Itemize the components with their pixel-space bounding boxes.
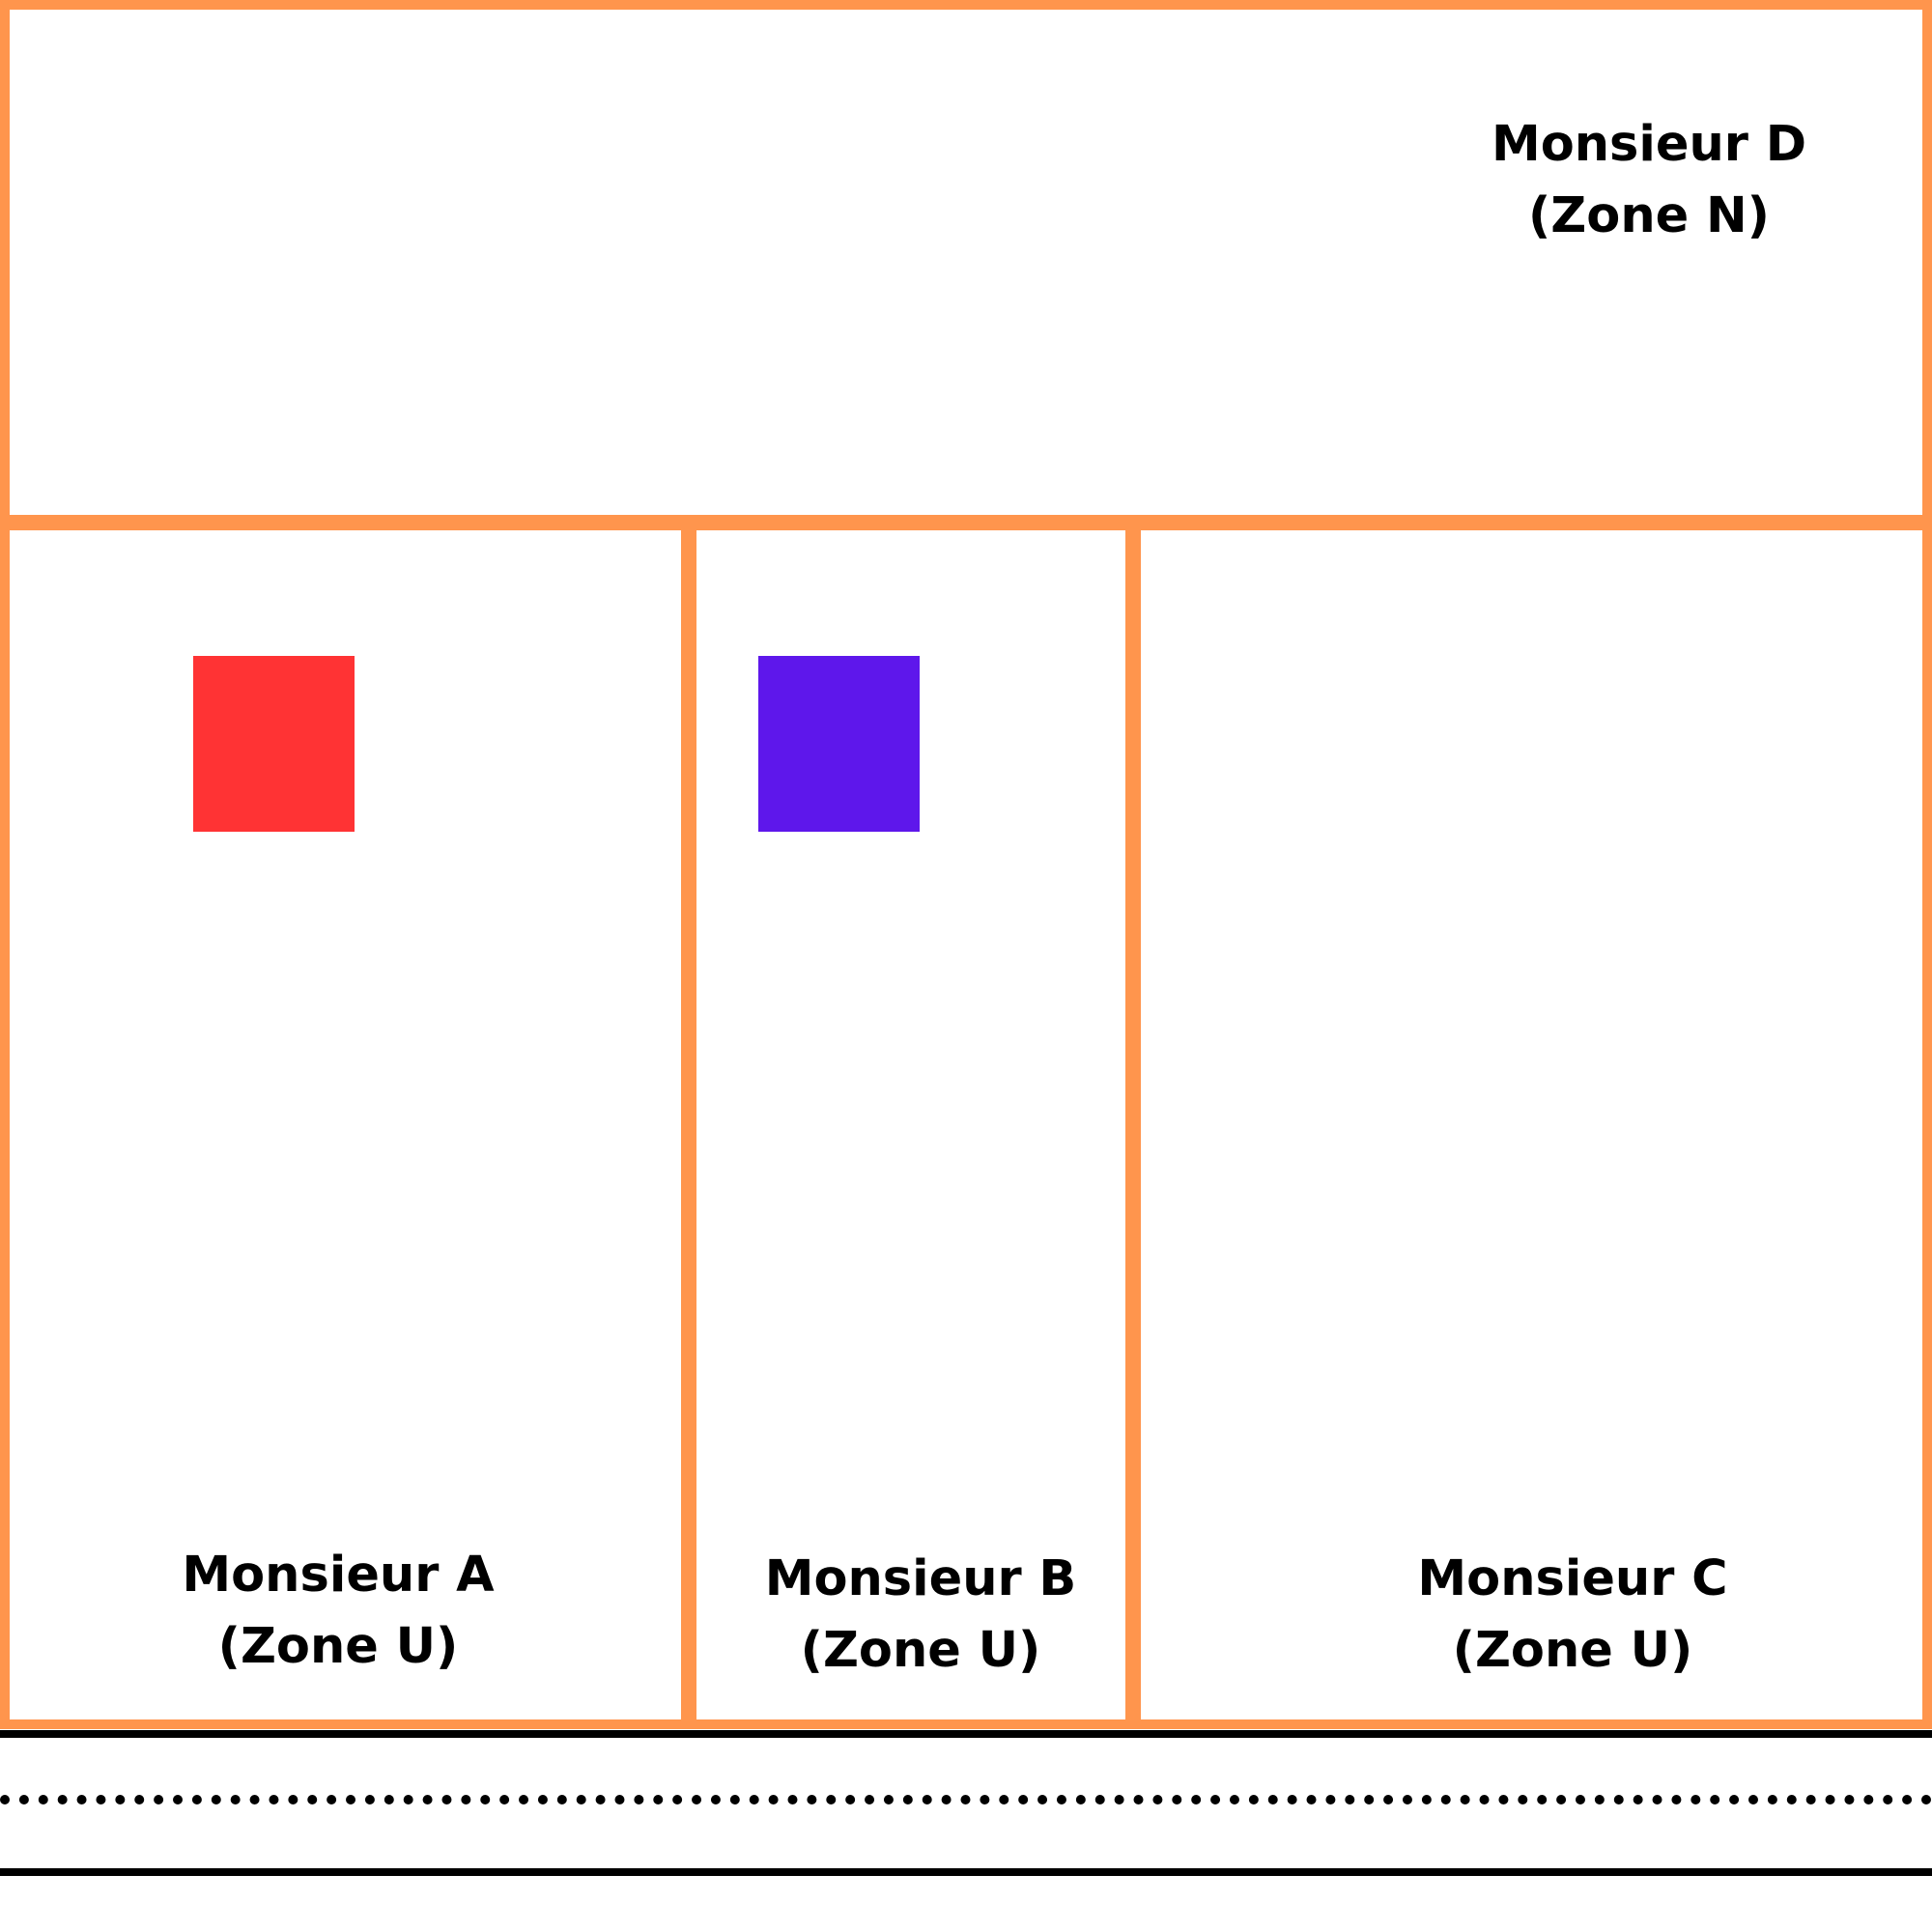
owner-name-b: Monsieur B bbox=[764, 1550, 1077, 1607]
zone-b: (Zone U) bbox=[800, 1622, 1041, 1679]
road-center-dotted-line bbox=[0, 1795, 1932, 1804]
building-red-square bbox=[193, 656, 355, 832]
zone-a: (Zone U) bbox=[217, 1618, 459, 1675]
zone-c: (Zone U) bbox=[1452, 1622, 1693, 1679]
parcel-monsieur-c bbox=[1131, 521, 1932, 1729]
owner-name-d: Monsieur D bbox=[1491, 116, 1807, 173]
building-purple-square bbox=[758, 656, 920, 832]
road-edge-bottom bbox=[0, 1868, 1932, 1876]
parcel-label-c: Monsieur C (Zone U) bbox=[1379, 1544, 1766, 1687]
owner-name-c: Monsieur C bbox=[1417, 1550, 1728, 1607]
owner-name-a: Monsieur A bbox=[182, 1547, 495, 1604]
parcel-label-b: Monsieur B (Zone U) bbox=[727, 1544, 1114, 1687]
road-edge-top bbox=[0, 1730, 1932, 1738]
parcel-monsieur-d bbox=[0, 0, 1932, 525]
parcel-label-d: Monsieur D (Zone N) bbox=[1456, 109, 1842, 252]
zone-d: (Zone N) bbox=[1528, 187, 1770, 244]
parcel-label-a: Monsieur A (Zone U) bbox=[145, 1540, 531, 1683]
